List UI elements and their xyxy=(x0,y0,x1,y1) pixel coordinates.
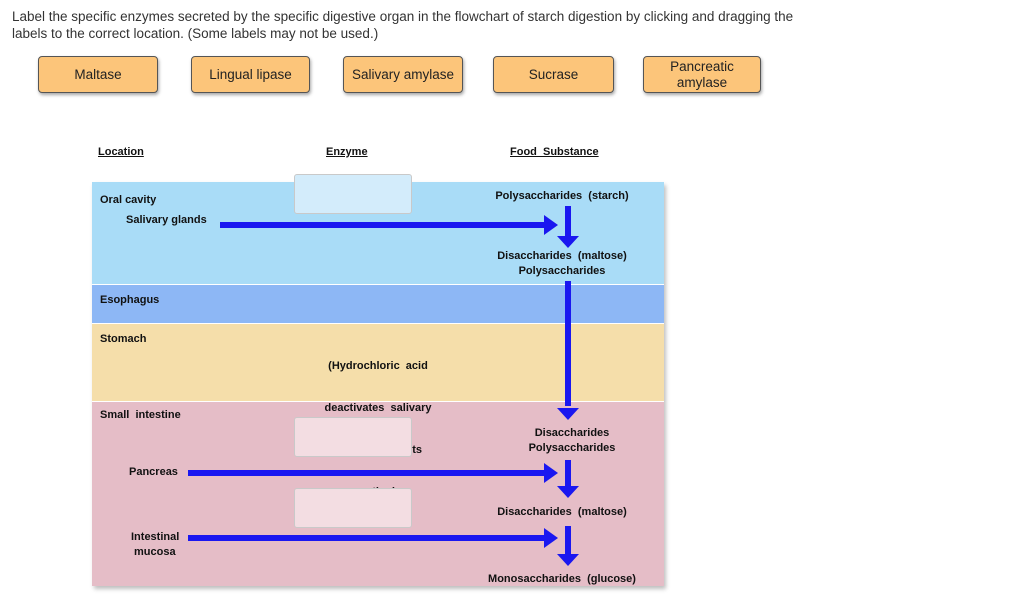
location-small-intestine: Small intestine xyxy=(100,409,181,421)
food-monosaccharides-glucose: Monosaccharides (glucose) xyxy=(488,573,636,585)
enzyme-dropzone-small-intestine-2[interactable] xyxy=(294,488,412,528)
food-disaccharides: Disaccharides xyxy=(534,427,610,439)
stomach-note-line: (Hydrochloric acid xyxy=(328,360,428,372)
arrow-down xyxy=(565,460,571,488)
arrow-down-long xyxy=(565,281,571,406)
label-text-line-1: Pancreatic xyxy=(670,58,734,74)
food-polysaccharides: Polysaccharides xyxy=(528,442,616,454)
enzyme-dropzone-oral[interactable] xyxy=(294,174,412,214)
label-text: Maltase xyxy=(74,66,122,82)
label-pancreatic-amylase[interactable]: Pancreatic amylase xyxy=(643,56,761,93)
label-text: Lingual lipase xyxy=(209,66,292,82)
label-lingual-lipase[interactable]: Lingual lipase xyxy=(191,56,310,93)
label-sucrase[interactable]: Sucrase xyxy=(493,56,614,93)
flowchart: Oral cavity Salivary glands Esophagus St… xyxy=(92,174,664,586)
flow-arrows xyxy=(188,206,579,566)
location-stomach: Stomach xyxy=(100,333,147,345)
label-salivary-amylase[interactable]: Salivary amylase xyxy=(343,56,463,93)
header-food-substance: Food Substance xyxy=(510,146,599,158)
label-maltase[interactable]: Maltase xyxy=(38,56,158,93)
location-oral-cavity: Oral cavity xyxy=(100,194,157,206)
label-text: Sucrase xyxy=(528,66,579,82)
divider xyxy=(92,401,664,402)
food-disaccharides-maltose: Disaccharides (maltose) xyxy=(497,506,627,518)
header-location: Location xyxy=(98,146,144,158)
organ-intestinal-mucosa-line-1: Intestinal xyxy=(131,531,180,543)
instructions: Label the specific enzymes secreted by t… xyxy=(12,8,972,42)
arrow-down-head xyxy=(557,554,579,566)
arrow-salivary-glands-head xyxy=(544,215,558,235)
arrow-down-head xyxy=(557,236,579,248)
food-disaccharides-maltose: Disaccharides (maltose) xyxy=(497,250,627,262)
food-polysaccharides-starch: Polysaccharides (starch) xyxy=(495,190,629,202)
organ-salivary-glands: Salivary glands xyxy=(126,214,207,226)
instructions-line-1: Label the specific enzymes secreted by t… xyxy=(12,9,794,24)
organ-intestinal-mucosa-line-2: mucosa xyxy=(134,546,176,558)
arrow-intestinal-mucosa-head xyxy=(544,528,558,548)
enzyme-dropzone-small-intestine-1[interactable] xyxy=(294,417,412,457)
arrow-pancreas xyxy=(188,470,550,476)
location-esophagus: Esophagus xyxy=(100,294,160,306)
stomach-note-line: deactivates salivary xyxy=(324,402,432,414)
arrow-down-long-head xyxy=(557,408,579,420)
header-enzyme: Enzyme xyxy=(326,146,368,158)
food-polysaccharides: Polysaccharides xyxy=(518,265,606,277)
organ-pancreas: Pancreas xyxy=(129,466,178,478)
label-text-line-2: amylase xyxy=(676,74,728,90)
arrow-intestinal-mucosa xyxy=(188,535,550,541)
arrow-pancreas-head xyxy=(544,463,558,483)
label-text: Salivary amylase xyxy=(351,66,455,82)
arrow-down xyxy=(565,206,571,242)
arrow-down xyxy=(565,526,571,558)
instructions-line-2: labels to the correct location. (Some la… xyxy=(12,26,379,41)
arrow-down-head xyxy=(557,486,579,498)
divider xyxy=(92,323,664,324)
divider xyxy=(92,284,664,285)
arrow-salivary-glands xyxy=(220,222,550,228)
